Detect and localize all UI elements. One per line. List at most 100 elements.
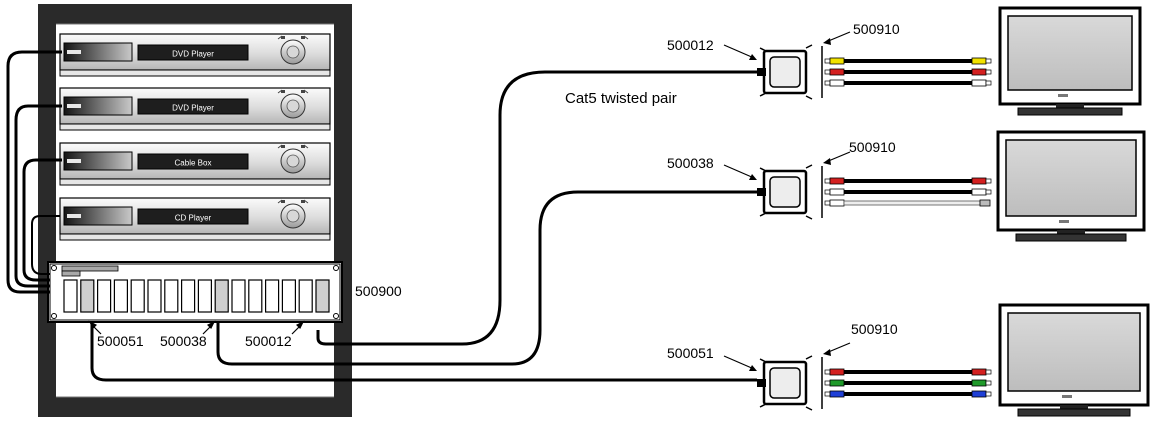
rack-audio-video-wires: [6, 50, 62, 294]
eject-slot: [67, 214, 81, 218]
patch-panel-part-label: 500900: [355, 283, 402, 299]
disc-tray: [63, 206, 133, 226]
device-base: [59, 233, 331, 241]
port-label-500012: 500012: [245, 333, 292, 349]
monitor-screen: [1007, 15, 1133, 91]
cable-box-icon: Cable Box: [59, 142, 331, 186]
patch-port: [147, 279, 162, 313]
disc-tray: [63, 42, 133, 62]
rca-plug: [971, 379, 987, 387]
monitor-stand: [1017, 107, 1123, 116]
rack-top-bar: [38, 4, 352, 24]
rca-plug: [829, 188, 845, 196]
eject-slot: [67, 104, 81, 108]
patch-port: [315, 279, 330, 313]
receiver-assembly: [723, 6, 1142, 116]
rca-plug: [829, 68, 845, 76]
monitor-screen: [1007, 312, 1141, 392]
cd-player-icon: CD Player: [59, 197, 331, 241]
dvd-player-icon: DVD Player: [59, 87, 331, 131]
port-label-500051: 500051: [97, 333, 144, 349]
wire-cdplayer-to-panel: [31, 215, 60, 275]
disc-tray: [63, 151, 133, 171]
patch-port: [214, 279, 229, 313]
device-display: [137, 44, 249, 61]
monitor-icon: [998, 303, 1150, 417]
device-display: [137, 98, 249, 115]
patch-port: [298, 279, 313, 313]
rca-plug: [971, 368, 987, 376]
adapter-part-label: 500910: [849, 139, 896, 155]
cable-type-label: Cat5 twisted pair: [565, 90, 677, 107]
rj45-jack: [757, 188, 766, 196]
wire-dvd1-to-panel: [6, 50, 62, 294]
patch-port: [231, 279, 246, 313]
rca-plug: [829, 379, 845, 387]
svideo-cable: [843, 200, 981, 206]
adapter-part-label: 500910: [851, 321, 898, 337]
port-label-arrows: [88, 320, 305, 335]
cat5-cable-500038: [216, 190, 757, 366]
rca-plug: [971, 57, 987, 65]
patch-panel-screw: [51, 265, 57, 271]
device-label: CD Player: [175, 214, 212, 223]
patch-panel-label-strip: [61, 265, 119, 272]
device-display: [137, 153, 249, 170]
eject-slot: [67, 159, 81, 163]
patch-panel: [47, 261, 343, 323]
rca-plug: [829, 79, 845, 87]
patch-port: [63, 279, 78, 313]
rca-plug: [829, 390, 845, 398]
rca-plug: [829, 57, 845, 65]
disc-tray: [63, 96, 133, 116]
monitor-neck: [1060, 405, 1088, 409]
monitor-icon: [996, 130, 1146, 242]
rca-plug: [829, 368, 845, 376]
device-base: [59, 123, 331, 131]
cat5-cable-500051: [90, 322, 757, 382]
patch-port: [181, 279, 196, 313]
eject-slot: [67, 50, 81, 54]
monitor-icon: [998, 6, 1142, 116]
port-label-500038: 500038: [160, 333, 207, 349]
rack-bottom-bar: [38, 397, 352, 417]
rca-plug: [829, 199, 845, 207]
patch-port: [197, 279, 212, 313]
diagram-labels: 500900 Cat5 twisted pair 500051 500038 5…: [97, 21, 900, 361]
receiver-assembly: [723, 303, 1150, 417]
rack-left-rail: [38, 4, 56, 417]
rca-plug: [971, 177, 987, 185]
device-label: DVD Player: [172, 50, 214, 59]
patch-panel-screw: [51, 313, 57, 319]
adapter-part-label: 500910: [853, 21, 900, 37]
monitor-screen: [1005, 139, 1137, 217]
device-base: [59, 178, 331, 186]
rack-right-rail: [334, 4, 352, 417]
patch-port: [164, 279, 179, 313]
rca-plug: [829, 177, 845, 185]
patch-port: [113, 279, 129, 313]
patch-port: [80, 279, 95, 313]
rca-plug: [971, 188, 987, 196]
device-label: DVD Player: [172, 104, 214, 113]
monitor-neck: [1056, 104, 1084, 108]
patch-port: [130, 279, 145, 313]
rj45-jack: [757, 68, 766, 76]
device-display: [137, 208, 249, 225]
patch-port: [281, 279, 296, 313]
receiver-part-label: 500012: [667, 37, 714, 53]
patch-port: [265, 279, 280, 313]
rca-plug: [971, 68, 987, 76]
receiver-part-label: 500051: [667, 345, 714, 361]
cat5-cables: [90, 70, 757, 382]
patch-port: [96, 279, 112, 313]
rca-plug: [971, 79, 987, 87]
rj45-jack: [757, 379, 766, 387]
patch-panel-screw: [333, 313, 339, 319]
monitor-stand: [1015, 233, 1127, 242]
device-base: [59, 69, 331, 77]
patch-port: [248, 279, 263, 313]
receiver-assembly: [723, 130, 1146, 242]
